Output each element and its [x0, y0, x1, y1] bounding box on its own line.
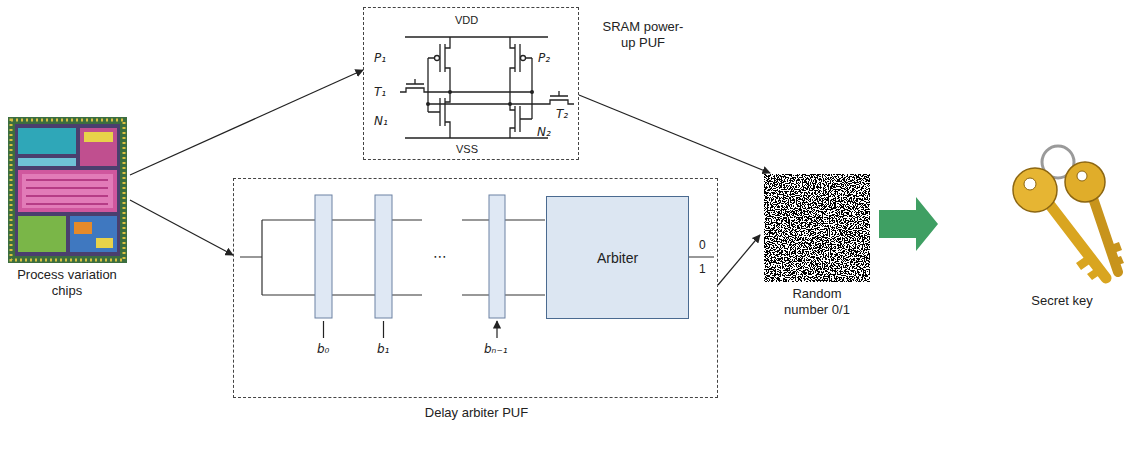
ellipsis: ⋯ — [433, 249, 447, 263]
transistor-name: P₁ — [374, 51, 386, 65]
random-number-node: Random number 0/1 — [760, 173, 874, 320]
challenge-bit: bₙ₋₁ — [484, 342, 508, 356]
arrow-connector — [130, 200, 233, 255]
chip-node: Process variation chips — [5, 115, 130, 301]
challenge-bit: b₀ — [317, 342, 329, 356]
output-value: 1 — [699, 262, 706, 276]
arrow-connector — [718, 235, 760, 285]
transistor-name: T₁ — [374, 85, 386, 99]
transistor-name: T₂ — [556, 107, 568, 121]
caption-holder: Random number 0/1 — [777, 286, 857, 318]
transistor-name: N₁ — [374, 114, 388, 128]
sram-cell-circuit — [400, 37, 574, 138]
node-caption: Secret key — [1017, 293, 1107, 309]
challenge-bit: b₁ — [377, 342, 389, 356]
caption-holder: Process variation chips — [17, 267, 117, 299]
arrow-connector — [579, 95, 770, 173]
node-caption: Delay arbiter PUF — [234, 405, 719, 421]
random-noise-image — [764, 174, 870, 282]
caption-holder: Secret key — [1017, 293, 1107, 309]
supply-label: VSS — [456, 142, 478, 156]
node-caption: Process variation chips — [17, 267, 117, 299]
block-arrow — [879, 197, 938, 251]
transistor-name: N₂ — [537, 125, 551, 139]
caption-holder: Delay arbiter PUF — [234, 405, 719, 421]
output-value: 0 — [699, 238, 706, 252]
arbiter-box: Arbiter — [546, 196, 689, 319]
delay-chain — [240, 195, 714, 338]
chip-image — [8, 117, 127, 263]
supply-label: VDD — [455, 13, 478, 27]
node-caption: SRAM power-up PUF — [598, 19, 688, 51]
box-title: Arbiter — [597, 250, 638, 266]
key-image — [1013, 146, 1124, 280]
node-caption: Random number 0/1 — [777, 286, 857, 318]
caption-holder: SRAM power-up PUF — [598, 19, 688, 51]
arbiter-puf-box: Delay arbiter PUFArbiter — [233, 178, 718, 398]
secret-key-node: Secret key — [940, 145, 1135, 311]
transistor-name: P₂ — [538, 51, 550, 65]
arrow-connector — [130, 70, 363, 175]
